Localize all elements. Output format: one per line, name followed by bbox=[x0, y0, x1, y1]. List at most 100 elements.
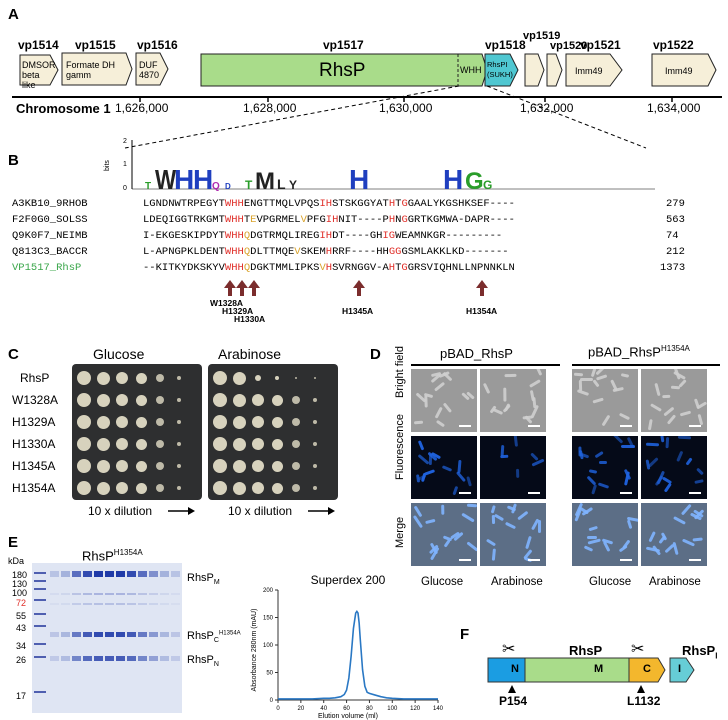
gene-text-vp1522: Imm49 bbox=[665, 66, 693, 76]
bacterial-cell bbox=[515, 469, 520, 479]
bacterial-cell bbox=[665, 437, 670, 448]
band-rhsp-m bbox=[50, 571, 59, 577]
marker-43: 43 bbox=[16, 623, 27, 633]
colony-spot bbox=[77, 459, 91, 473]
bacterial-cell bbox=[649, 530, 657, 542]
band-rhsp-c bbox=[105, 632, 114, 637]
band-rhsp-c bbox=[83, 632, 92, 637]
gene-label-vp1520: vp1520 bbox=[550, 40, 588, 52]
colony-spot bbox=[116, 372, 128, 384]
x-tick-label: 40 bbox=[320, 706, 327, 712]
bacterial-cell bbox=[676, 450, 684, 463]
alignment-pos-3: 212 bbox=[666, 246, 685, 258]
band-rhsp-n bbox=[160, 656, 169, 661]
band-rhsp-n bbox=[94, 656, 103, 661]
plate-glucose bbox=[72, 364, 202, 500]
colony-spot bbox=[156, 440, 164, 448]
sds-gel bbox=[32, 563, 182, 713]
alignment-seq-1: LDEQIGGTRKGMTWHHTEVPGRMELVPFGIHNIT----PH… bbox=[143, 214, 515, 226]
row-label-merge: Merge bbox=[394, 516, 406, 548]
gene-vp1522 bbox=[651, 53, 717, 87]
gene-vp1515 bbox=[61, 52, 133, 86]
col-glucose-1: Glucose bbox=[421, 576, 464, 588]
scale-bar bbox=[459, 425, 471, 427]
colony-spot bbox=[213, 393, 227, 407]
marker-72: 72 bbox=[16, 598, 27, 608]
svg-text:0: 0 bbox=[123, 185, 127, 192]
svg-text:2: 2 bbox=[123, 138, 127, 145]
domain-label-c: C bbox=[643, 663, 651, 675]
bacterial-cell bbox=[594, 451, 604, 459]
superdex-chart: Superdex 200 Elution volume (ml) Absorba… bbox=[251, 573, 444, 720]
band-rhsp-m bbox=[94, 571, 103, 577]
microscopy-tile bbox=[411, 369, 477, 432]
colony-spot bbox=[116, 482, 128, 494]
svg-text:D: D bbox=[225, 182, 231, 191]
gene-vp1514 bbox=[19, 54, 59, 86]
colony-spot bbox=[292, 484, 300, 492]
bacterial-cell bbox=[592, 397, 604, 404]
band-rhsp-c bbox=[138, 632, 147, 637]
colony-spot bbox=[156, 484, 164, 492]
bacterial-cell bbox=[693, 398, 700, 409]
alignment-pos-1: 563 bbox=[666, 214, 685, 226]
col-arabinose-1: Arabinose bbox=[491, 576, 543, 588]
bacterial-cell bbox=[434, 381, 446, 391]
scale-bar bbox=[620, 559, 632, 561]
bacterial-cell bbox=[619, 545, 629, 553]
band-rhsp-n bbox=[61, 656, 70, 661]
site-p154: P154 bbox=[499, 694, 528, 708]
chromosome-label: Chromosome 1 bbox=[16, 101, 111, 116]
band-rhsp-n bbox=[138, 656, 147, 661]
svg-text:T: T bbox=[145, 181, 151, 192]
svg-text:M: M bbox=[255, 168, 275, 195]
svg-text:bits: bits bbox=[104, 160, 111, 171]
bacterial-cell bbox=[517, 510, 529, 520]
band-rhsp-c bbox=[160, 632, 169, 637]
bacterial-cell bbox=[502, 403, 511, 413]
colony-spot bbox=[135, 438, 147, 450]
microscopy-tile bbox=[572, 436, 638, 499]
scissors-icon: ✂ bbox=[631, 641, 644, 658]
kda-label: kDa bbox=[8, 556, 25, 566]
elution-trace bbox=[278, 610, 438, 700]
colony-spot bbox=[116, 460, 128, 472]
mutation-arrows bbox=[224, 280, 488, 296]
bacterial-cell bbox=[457, 459, 462, 474]
bacterial-cell bbox=[589, 525, 599, 531]
colony-spot bbox=[292, 418, 300, 426]
colony-spot bbox=[252, 394, 264, 406]
gel-title: RhsPH1354A bbox=[82, 548, 143, 564]
panel-f-letter: F bbox=[460, 626, 470, 643]
colony-spot bbox=[77, 481, 91, 495]
strain-h1354a: H1354A bbox=[12, 481, 56, 495]
microscopy-tile bbox=[411, 436, 477, 499]
band-rhsp-n bbox=[127, 656, 136, 661]
band-rhsp-n bbox=[50, 656, 59, 661]
bacterial-cell bbox=[574, 373, 584, 377]
mutation-h1330a: H1330A bbox=[234, 314, 266, 324]
bacterial-cell bbox=[695, 467, 704, 476]
y-tick-label: 150 bbox=[263, 616, 274, 622]
band-label-c: RhsPCH1354A bbox=[187, 630, 241, 645]
colony-spot bbox=[135, 372, 147, 384]
bacterial-cell bbox=[524, 535, 532, 549]
panel-a-letter: A bbox=[8, 6, 19, 23]
band-rhsp-n bbox=[116, 656, 125, 661]
minor-band bbox=[116, 593, 125, 595]
alignment-name-3: Q813C3_BACCR bbox=[12, 246, 88, 258]
band-rhsp-n bbox=[105, 656, 114, 661]
band-rhsp-m bbox=[61, 571, 70, 577]
panel-d-letter: D bbox=[370, 346, 381, 363]
gene-text-vp1514: DMSOR beta like bbox=[22, 60, 56, 90]
bacterial-cell bbox=[413, 420, 423, 425]
scale-bar bbox=[689, 492, 701, 494]
scale-bar bbox=[689, 559, 701, 561]
bacterial-cell bbox=[440, 504, 444, 515]
bacterial-cell bbox=[680, 410, 692, 417]
scale-bar bbox=[528, 492, 540, 494]
alignment-seq-0: LGNDNWTRPEGYTWHHENGTTMQLVPQSIHSTSKGGYATH… bbox=[143, 198, 515, 210]
bacterial-cell bbox=[609, 379, 618, 392]
bacterial-cell bbox=[412, 515, 423, 529]
minor-band bbox=[149, 593, 158, 595]
